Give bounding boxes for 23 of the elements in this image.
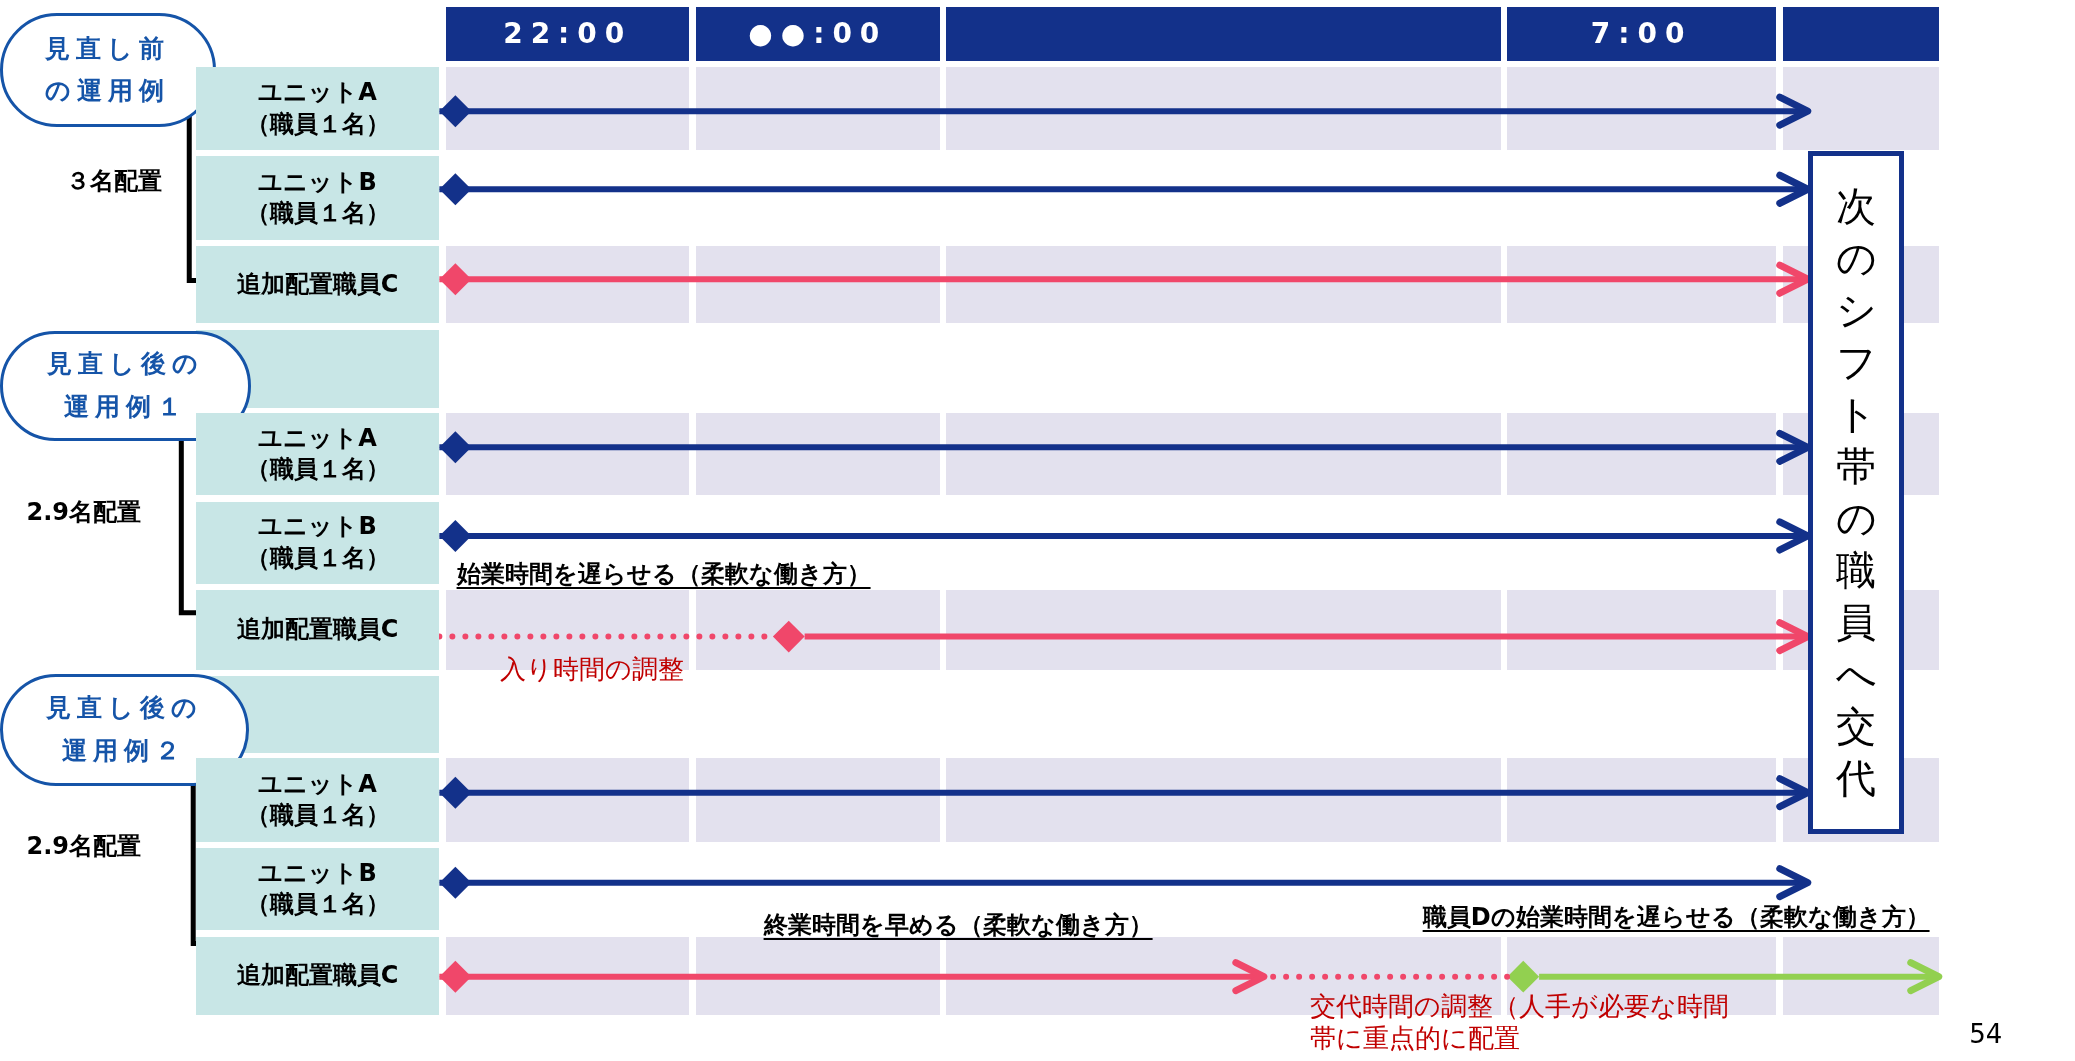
header-cell: 7:00 <box>1507 6 1776 61</box>
note-heading: 始業時間を遅らせる（柔軟な働き方） <box>456 559 871 591</box>
arrow <box>439 959 1268 995</box>
section-label: 見直し前の運用例 <box>0 13 216 127</box>
note-heading: 職員Dの始業時間を遅らせる（柔軟な働き方） <box>1422 902 1930 934</box>
arrow <box>439 865 1812 901</box>
diamond-marker <box>772 620 805 653</box>
staffing-label: 2.9名配置 <box>26 497 141 529</box>
edge-label: 交代時間の調整（人手が必要な時間帯に重点的に配置 <box>1310 989 1731 1055</box>
section-label: 見直し後の運用例２ <box>0 673 249 787</box>
arrow <box>439 93 1812 129</box>
page-number: 54 <box>1969 1019 2003 1049</box>
diamond-marker <box>1507 960 1540 993</box>
header-cell: 22:00 <box>446 6 690 61</box>
staffing-label: 2.9名配置 <box>26 830 141 862</box>
header-cell: ●●:00 <box>696 6 940 61</box>
staffing-label: ３名配置 <box>66 166 163 198</box>
dotted-line <box>1270 973 1511 980</box>
handover-box: 次のシフト帯の職員へ交代 <box>1807 150 1905 834</box>
note-heading: 終業時間を早める（柔軟な働き方） <box>763 910 1153 942</box>
section-label: 見直し後の運用例１ <box>0 330 252 441</box>
edge-label: 入り時間の調整 <box>500 653 685 687</box>
arrow <box>1539 959 1943 995</box>
